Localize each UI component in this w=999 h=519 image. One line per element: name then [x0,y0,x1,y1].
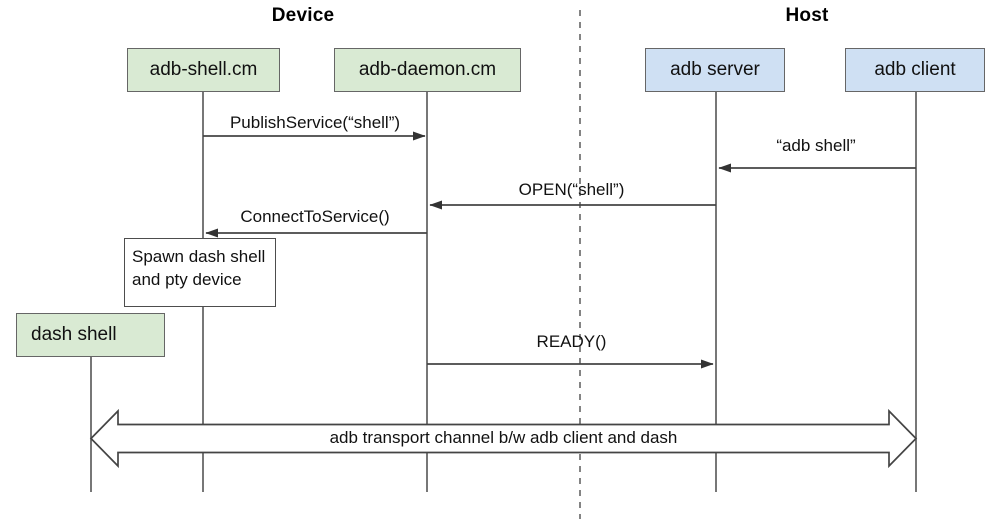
message-label-adb-shell-command: “adb shell” [776,136,856,155]
message-label-open-shell: OPEN(“shell”) [518,180,625,199]
participant-adb-client[interactable]: adb client [845,48,985,92]
transport-channel-arrow [89,408,918,469]
participant-label: adb client [874,59,956,80]
message-label-ready: READY() [536,332,607,351]
message-label-connect-to-service: ConnectToService() [240,207,390,226]
section-title-device: Device [271,5,335,26]
participant-label: dash shell [31,324,117,345]
participant-adb-daemon-cm[interactable]: adb-daemon.cm [334,48,521,92]
participant-adb-shell-cm[interactable]: adb-shell.cm [127,48,280,92]
participant-label: adb-daemon.cm [358,59,497,80]
participant-dash-shell[interactable]: dash shell [16,313,165,357]
note-line-2: and pty device [132,270,242,289]
channel-label-adb-transport: adb transport channel b/w adb client and… [329,428,678,447]
note-spawn-dash-shell: Spawn dash shell and pty device [124,238,276,307]
message-label-publish-service: PublishService(“shell”) [229,113,401,132]
section-title-host: Host [785,5,829,26]
participant-label: adb-shell.cm [149,59,258,80]
participant-adb-server[interactable]: adb server [645,48,785,92]
note-line-1: Spawn dash shell [132,247,266,266]
participant-label: adb server [670,59,760,80]
message-arrows [203,131,916,369]
